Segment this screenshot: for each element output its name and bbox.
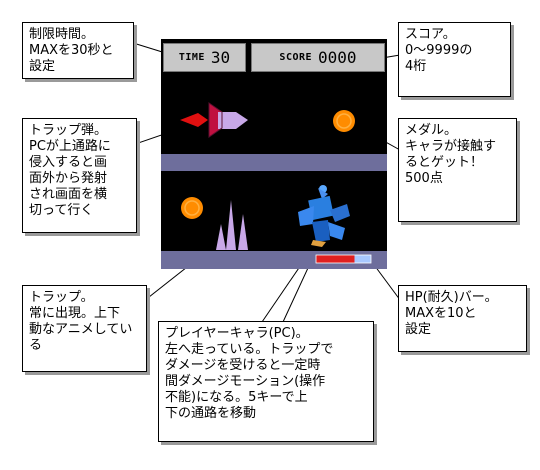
medal-callout: メダル。 キャラが接触す るとゲット！ 500点 xyxy=(398,118,517,222)
upper-path xyxy=(161,154,387,171)
score-value: 0000 xyxy=(318,48,357,67)
hp-bar xyxy=(315,254,372,264)
trap-bullet-sprite xyxy=(180,102,248,138)
score-label: SCORE xyxy=(279,52,313,63)
trap-callout: トラップ。 常に出現。上下 動なアニメしてい る xyxy=(22,285,147,372)
score-display: SCORE 0000 xyxy=(251,43,385,72)
score-callout: スコア。 0～9999の 4桁 xyxy=(398,22,511,97)
player-sprite xyxy=(298,185,350,247)
time-callout: 制限時間。 MAXを30秒と 設定 xyxy=(22,22,134,79)
time-label: TIME xyxy=(178,52,205,63)
trap-sprite xyxy=(216,200,248,250)
medal-sprite-lower xyxy=(181,197,203,219)
time-value: 30 xyxy=(210,48,231,67)
player-callout: プレイヤーキャラ(PC)。 左へ走っている。トラップで ダメージを受けると一定時… xyxy=(158,321,374,442)
time-display: TIME 30 xyxy=(163,43,246,72)
trap-bullet-callout: トラップ弾。 PCが上通路に 侵入すると画 面外から発射 され画面を横 切って行… xyxy=(22,118,137,233)
medal-sprite-upper xyxy=(333,110,355,132)
hp-callout: HP(耐久)バー。 MAXを10と 設定 xyxy=(398,285,527,352)
hp-fill xyxy=(316,255,355,263)
